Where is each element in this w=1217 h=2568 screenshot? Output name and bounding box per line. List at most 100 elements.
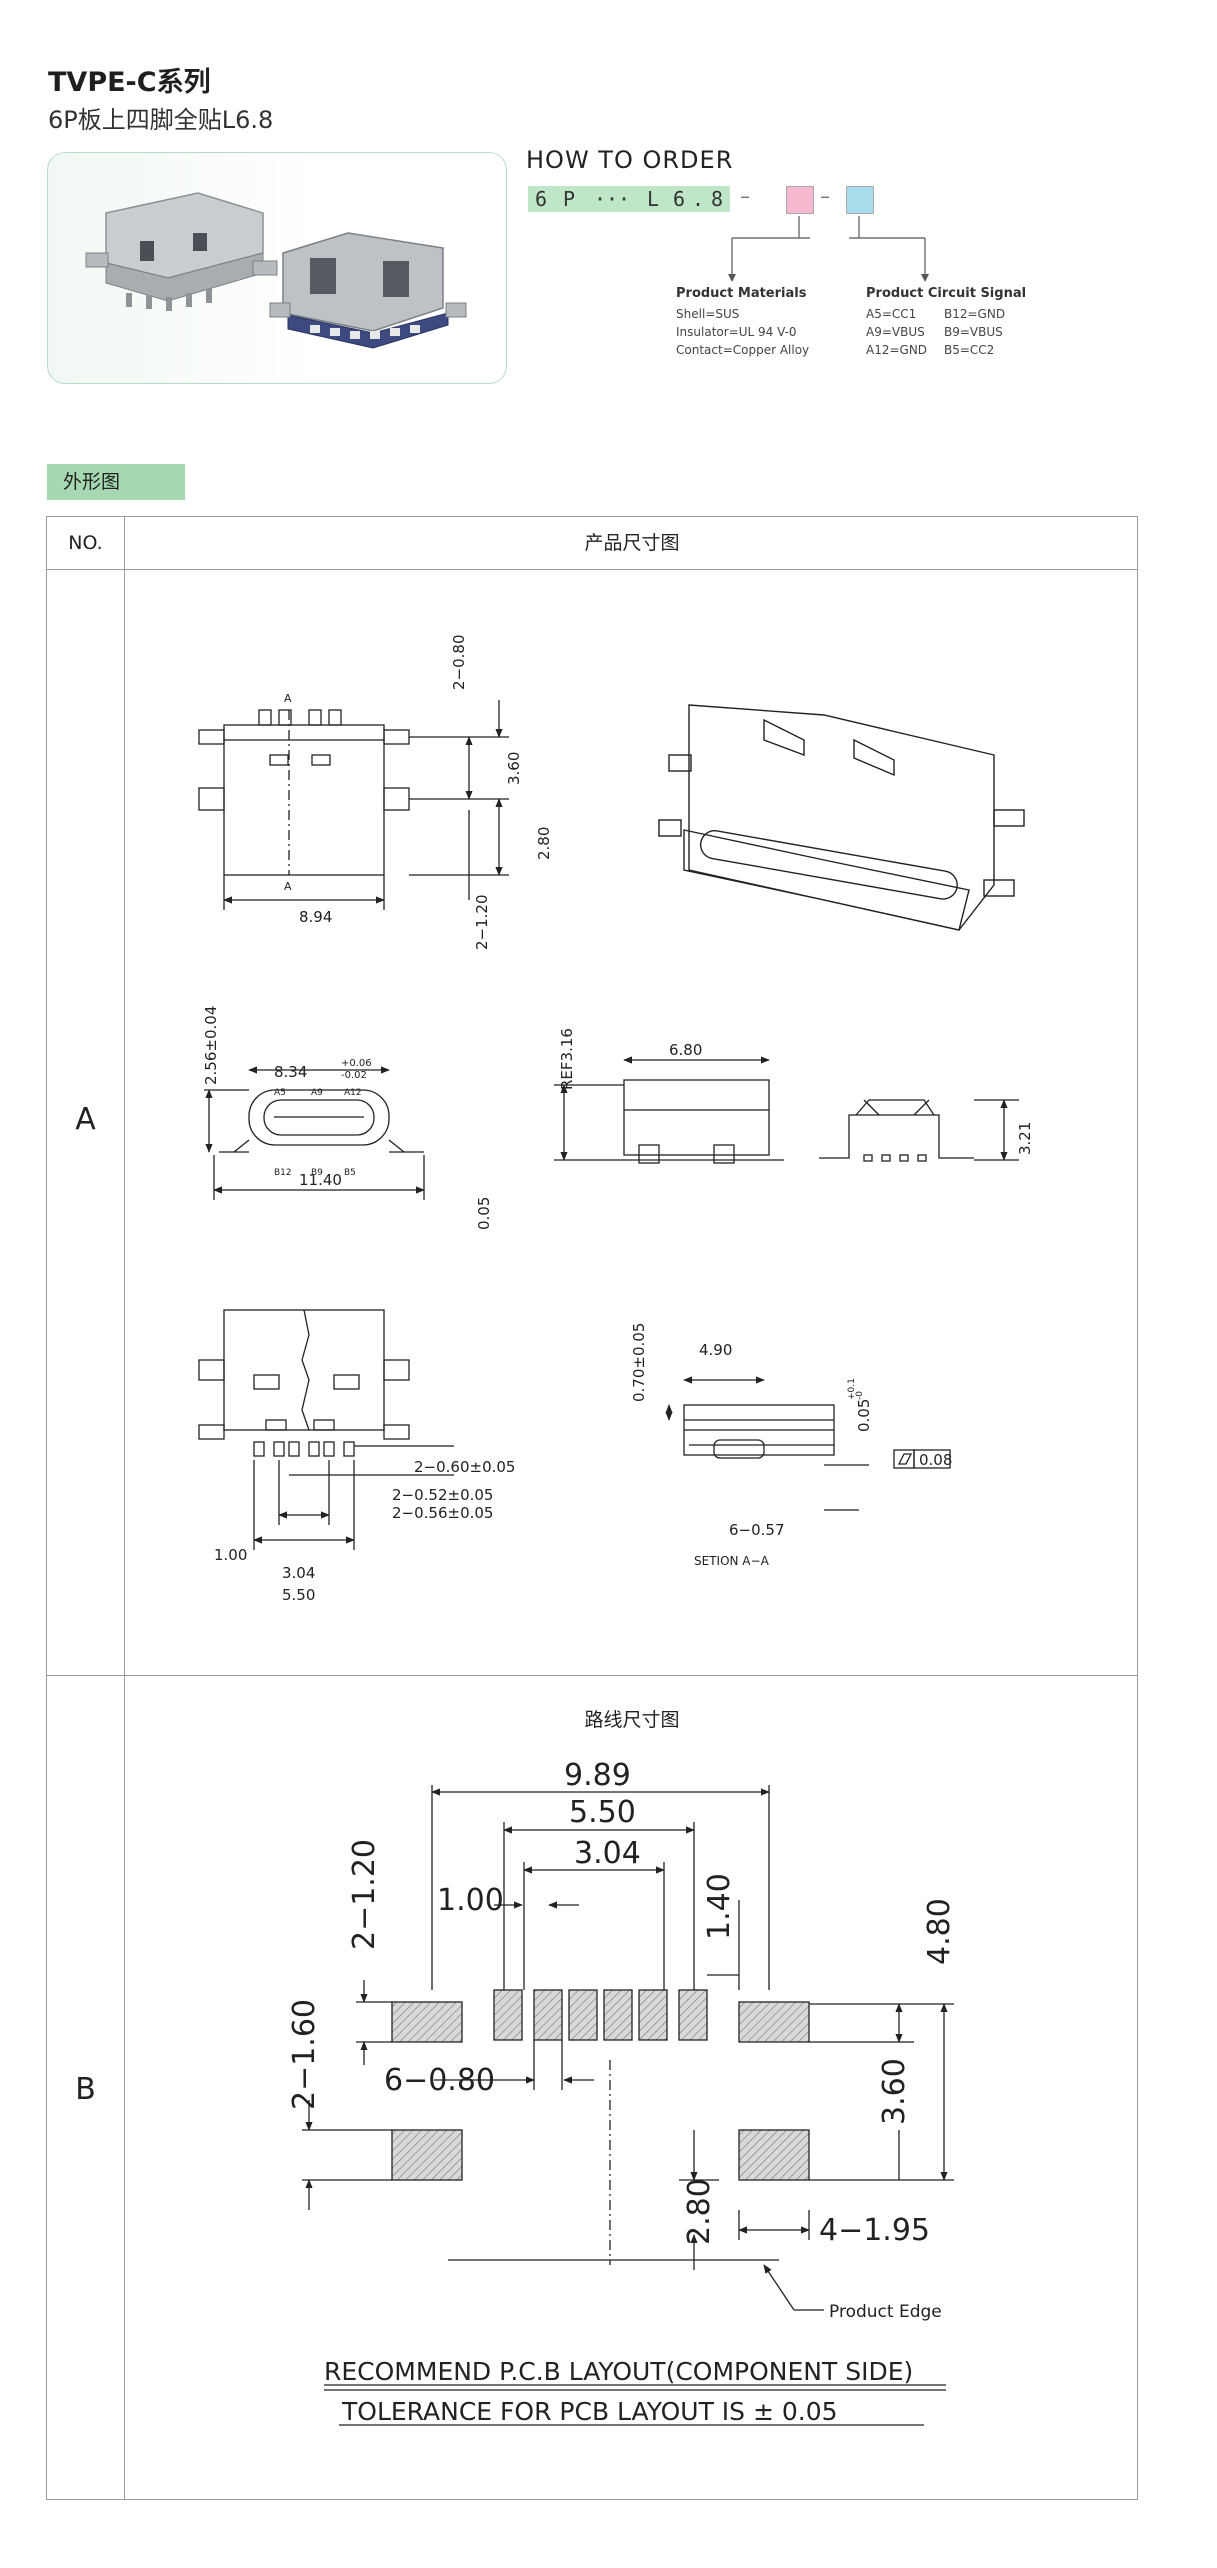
dim-label: 3.60 xyxy=(877,2058,912,2125)
code-part: 8 xyxy=(704,186,730,212)
dim-tol: -0 xyxy=(855,1391,865,1400)
materials-list: Shell=SUS Insulator=UL 94 V-0 Contact=Co… xyxy=(676,305,809,359)
dim-label: 0.70±0.05 xyxy=(630,1323,648,1402)
code-part: 6 xyxy=(666,186,692,212)
drawing-a-labels: 2−0.80 3.60 2.80 2−1.20 8.94 A A 2.56±0.… xyxy=(202,634,1034,1604)
circuit-col-2: B12=GND B9=VBUS B5=CC2 xyxy=(944,305,1005,359)
dim-label: 5.50 xyxy=(569,1795,636,1830)
circuit-item: A5=CC1 xyxy=(866,307,917,321)
section-label: SETION A−A xyxy=(694,1554,770,1568)
dim-label: 2.80 xyxy=(535,827,553,860)
column-divider xyxy=(124,517,125,2499)
top-view xyxy=(198,700,509,910)
dim-tol: -0.02 xyxy=(341,1070,367,1081)
connector-right-image xyxy=(269,232,467,349)
section-mark: A xyxy=(284,692,292,705)
code-part: . xyxy=(692,186,705,212)
order-leader-lines xyxy=(728,216,929,282)
pcb-note-title: RECOMMEND P.C.B LAYOUT(COMPONENT SIDE) xyxy=(324,2357,913,2386)
dim-label: 3.60 xyxy=(505,752,523,785)
pin-label: A12 xyxy=(344,1088,362,1098)
code-dash: – xyxy=(820,184,830,208)
drawing-b: 9.89 5.50 3.04 1.00 1.40 4.80 2−1.20 2−1… xyxy=(287,1758,957,2426)
dim-label: 6−0.57 xyxy=(729,1521,785,1539)
dim-label: 4.80 xyxy=(922,1898,957,1965)
dim-label: 2−0.60±0.05 xyxy=(414,1458,515,1476)
iso-view xyxy=(658,704,1025,931)
row-label-a: A xyxy=(75,1102,96,1137)
dim-label: 9.89 xyxy=(564,1758,631,1793)
dim-label: 1.00 xyxy=(214,1546,247,1564)
flatness-value: 0.08 xyxy=(919,1451,952,1469)
pin-label: B5 xyxy=(344,1168,356,1178)
connector-left-image xyxy=(85,192,278,311)
dim-label: 11.40 xyxy=(299,1171,342,1189)
circuit-item: B9=VBUS xyxy=(944,325,1003,339)
material-item: Shell=SUS xyxy=(676,307,740,321)
code-part: L xyxy=(640,186,666,212)
dim-label: 1.40 xyxy=(702,1873,737,1940)
circuit-heading: Product Circuit Signal xyxy=(866,286,1027,301)
material-item: Insulator=UL 94 V-0 xyxy=(676,325,797,339)
material-swatch xyxy=(786,186,814,214)
how-to-order-heading: HOW TO ORDER xyxy=(526,146,734,174)
dim-label: 3.04 xyxy=(574,1836,641,1871)
dim-label: 0.05 xyxy=(855,1399,873,1432)
pcb-layout-heading: 路线尺寸图 xyxy=(584,1709,680,1731)
right-view xyxy=(819,1099,1019,1162)
pcb-pads xyxy=(391,1989,810,2181)
dim-label: 4.90 xyxy=(699,1341,732,1359)
usb-c-connector-photo xyxy=(85,192,467,349)
pin-label: A5 xyxy=(274,1088,286,1098)
row-divider xyxy=(47,569,1137,570)
dim-label: 5.50 xyxy=(282,1586,315,1604)
row-divider xyxy=(47,1675,1137,1676)
dim-label: 8.34 xyxy=(274,1063,307,1081)
dim-label: 2−1.20 xyxy=(473,894,491,950)
dim-label: 6−0.80 xyxy=(384,2063,495,2098)
dim-label: 2−1.20 xyxy=(347,1839,382,1950)
col-header-no: NO. xyxy=(68,532,103,554)
circuit-item: A9=VBUS xyxy=(866,325,925,339)
side-view xyxy=(554,1056,784,1164)
code-part: ··· xyxy=(584,186,640,212)
front-view xyxy=(204,1066,425,1200)
materials-heading: Product Materials xyxy=(676,286,807,301)
code-part: P xyxy=(554,186,584,212)
product-series-title: TVPE-C系列 xyxy=(48,67,211,98)
row-label-b: B xyxy=(75,2072,96,2107)
section-mark: A xyxy=(284,880,292,893)
circuit-item: A12=GND xyxy=(866,343,928,357)
section-view xyxy=(665,1376,951,1511)
drawing-b-labels: 9.89 5.50 3.04 1.00 1.40 4.80 2−1.20 2−1… xyxy=(287,1758,957,2426)
pcb-note-tolerance: TOLERANCE FOR PCB LAYOUT IS ± 0.05 xyxy=(341,2397,838,2426)
col-header-dimension: 产品尺寸图 xyxy=(584,532,680,554)
dim-label: 4−1.95 xyxy=(819,2213,930,2248)
dim-label: 2.80 xyxy=(682,2178,717,2245)
dim-label: 0.05 xyxy=(475,1197,493,1230)
product-photo xyxy=(47,152,507,384)
dim-label: 2−0.80 xyxy=(450,634,468,690)
outline-drawing-tag: 外形图 xyxy=(47,464,185,500)
product-subtitle: 6P板上四脚全贴L6.8 xyxy=(48,106,274,134)
bottom-view xyxy=(198,1309,454,1550)
dim-label: 6.80 xyxy=(669,1041,702,1059)
circuit-col-1: A5=CC1 A9=VBUS A12=GND xyxy=(866,305,927,359)
drawing-table: NO. 产品尺寸图 A B 路线尺寸图 xyxy=(46,516,1138,2500)
pin-label: B12 xyxy=(274,1168,292,1178)
dim-label: 2.56±0.04 xyxy=(202,1006,220,1085)
material-item: Contact=Copper Alloy xyxy=(676,343,810,357)
circuit-swatch xyxy=(846,186,874,214)
dim-label: 3.04 xyxy=(282,1564,315,1582)
dim-label: 8.94 xyxy=(299,908,332,926)
pin-label: B9 xyxy=(311,1168,323,1178)
circuit-item: B5=CC2 xyxy=(944,343,995,357)
dim-label: 3.21 xyxy=(1016,1122,1034,1155)
dim-label: 2−0.52±0.05 xyxy=(392,1486,493,1504)
drawing-a: 2−0.80 3.60 2.80 2−1.20 8.94 A A 2.56±0.… xyxy=(198,634,1034,1604)
dim-tol: +0.1 xyxy=(847,1378,857,1400)
dim-label: 2−1.60 xyxy=(287,1999,322,2110)
circuit-item: B12=GND xyxy=(944,307,1006,321)
dim-label: REF3.16 xyxy=(558,1028,576,1090)
dim-tol: +0.06 xyxy=(341,1058,372,1069)
